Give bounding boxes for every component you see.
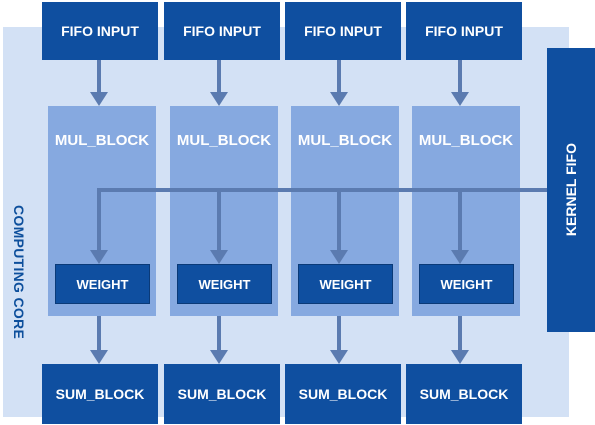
sum-block-1: SUM_BLOCK bbox=[42, 364, 158, 424]
kernel-fifo-block: KERNEL FIFO bbox=[547, 48, 595, 332]
arrowhead-kernel-to-weight-2 bbox=[210, 250, 228, 264]
arrowhead-fifo-to-mul-3 bbox=[330, 92, 348, 106]
arrowhead-mul-to-sum-2 bbox=[210, 350, 228, 364]
arrowhead-mul-to-sum-1 bbox=[90, 350, 108, 364]
fifo-input-1: FIFO INPUT bbox=[42, 2, 158, 60]
arrowhead-mul-to-sum-4 bbox=[451, 350, 469, 364]
sum-block-3: SUM_BLOCK bbox=[285, 364, 401, 424]
sum-block-4: SUM_BLOCK bbox=[406, 364, 522, 424]
arrowhead-fifo-to-mul-1 bbox=[90, 92, 108, 106]
arrowhead-kernel-to-weight-4 bbox=[451, 250, 469, 264]
sum-block-2: SUM_BLOCK bbox=[164, 364, 280, 424]
arrowhead-fifo-to-mul-4 bbox=[451, 92, 469, 106]
arrowhead-fifo-to-mul-2 bbox=[210, 92, 228, 106]
weight-block-4: WEIGHT bbox=[419, 264, 514, 304]
fifo-input-3: FIFO INPUT bbox=[285, 2, 401, 60]
arrowhead-kernel-to-weight-1 bbox=[90, 250, 108, 264]
computing-core-label: COMPUTING CORE bbox=[11, 205, 27, 340]
arrowhead-mul-to-sum-3 bbox=[330, 350, 348, 364]
weight-block-2: WEIGHT bbox=[177, 264, 272, 304]
fifo-input-4: FIFO INPUT bbox=[406, 2, 522, 60]
fifo-input-2: FIFO INPUT bbox=[164, 2, 280, 60]
weight-block-3: WEIGHT bbox=[298, 264, 393, 304]
arrowhead-kernel-to-weight-3 bbox=[330, 250, 348, 264]
weight-block-1: WEIGHT bbox=[55, 264, 150, 304]
